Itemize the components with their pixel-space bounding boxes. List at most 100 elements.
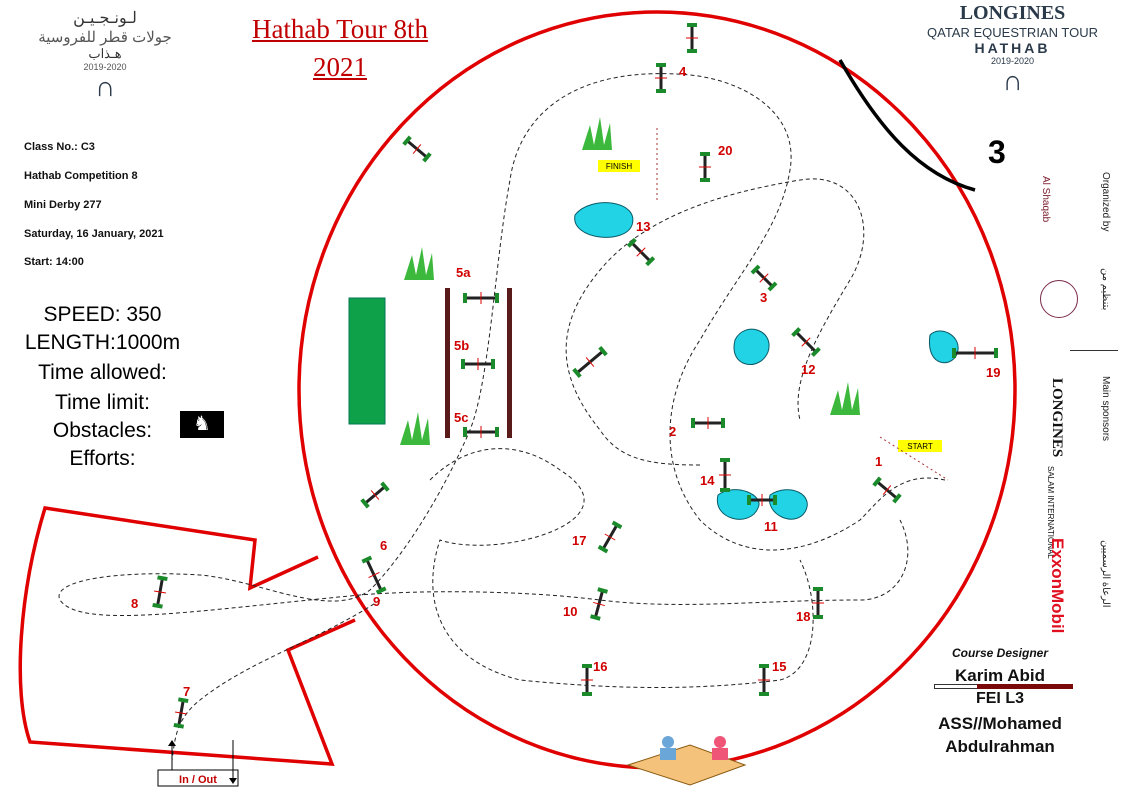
logo-arabic-3: هـذاب [88, 46, 122, 61]
obstacle-icon [686, 23, 698, 53]
main-sponsors-arabic: الرعاة الرسميين [1100, 540, 1111, 608]
assistant-line-2: Abdulrahman [945, 737, 1055, 756]
course-title: Hathab Tour 8th 2021 [205, 10, 475, 86]
logo-event: HATHAB [974, 40, 1051, 56]
obstacle-number: 18 [796, 609, 810, 624]
obstacle-number: 5b [454, 338, 469, 353]
obstacle-icon [581, 664, 593, 696]
designer-level: FEI L3 [975, 690, 1024, 707]
obstacle-icon [402, 135, 432, 163]
length: LENGTH:1000m [24, 331, 181, 354]
obstacle-icon [747, 494, 777, 506]
obstacle-icon [791, 327, 821, 357]
logo-right: LONGINES QATAR EQUESTRIAN TOUR HATHAB 20… [905, 2, 1120, 96]
obstacle-number: 16 [593, 659, 607, 674]
obstacle-icon [872, 476, 902, 504]
obstacle-number: 9 [373, 594, 380, 609]
in-out-label: In / Out [179, 774, 217, 786]
obstacle-number: 4 [679, 64, 687, 79]
obstacle-number: 5c [454, 410, 468, 425]
logo-years: 2019-2020 [990, 56, 1035, 66]
al-shaqab-logo: Al Shaqab [1040, 176, 1051, 223]
competition-name: Hathab Competition 8 [24, 170, 138, 182]
organized-by-arabic: بتنظيم من [1100, 268, 1111, 311]
obstacle-number: 12 [801, 362, 815, 377]
competition-date: Saturday, 16 January, 2021 [24, 228, 164, 240]
obstacle-icon [463, 292, 499, 304]
judges-box-icon [626, 736, 747, 786]
horseshoe-icon: ∩ [94, 71, 116, 102]
obstacle-number: 13 [636, 219, 650, 234]
class-name: Mini Derby 277 [24, 199, 102, 211]
grass-icon [400, 412, 430, 445]
course-route [58, 73, 946, 688]
efforts-count: Efforts: [69, 447, 136, 470]
obstacle-number: 8 [131, 596, 138, 611]
start-time: Start: 14:00 [24, 256, 84, 268]
grass-icon [582, 117, 612, 150]
salam-logo: SALAM INTERNATIONAL [1046, 466, 1055, 559]
obstacle-number: 11 [764, 519, 778, 534]
designer-label: Course Designer [951, 646, 1049, 660]
longines-logo: LONGINES [1049, 378, 1065, 458]
class-number: Class No.: C3 [24, 141, 95, 153]
obstacle-number: 1 [875, 454, 882, 469]
logo-years: 2019-2020 [83, 62, 127, 72]
title-line-2: 2021 [313, 52, 367, 82]
water-11a [716, 489, 760, 520]
federation-logo-icon [1040, 280, 1078, 318]
logo-left: لـونـجـيـن جولات قطر للفروسية هـذاب 2019… [20, 8, 190, 102]
logo-brand: LONGINES [959, 2, 1066, 24]
obstacle-icon [590, 587, 608, 621]
obstacle-number: 3 [760, 290, 767, 305]
arena-corner-arc [838, 59, 976, 192]
title-line-1: Hathab Tour 8th [251, 14, 429, 44]
obstacles [152, 23, 998, 729]
in-out-box [157, 769, 239, 787]
horse-rider-icon: ♞ [180, 411, 224, 438]
time-allowed: Time allowed: [38, 361, 167, 384]
assistant-line-1: ASS//Mohamed [938, 714, 1062, 733]
main-sponsors-label: Main sponsors [1100, 376, 1111, 442]
designer-bar-white [934, 684, 978, 689]
exxonmobil-logo: ExxonMobil [1048, 538, 1067, 634]
obstacle-icon [360, 481, 390, 509]
logo-arabic-2: جولات قطر للفروسية [38, 29, 172, 46]
obstacle-icon [461, 358, 495, 370]
water-19 [929, 330, 959, 364]
sponsor-divider [1070, 350, 1118, 351]
organized-by-label: Organized by [1100, 172, 1111, 232]
obstacle-icon [463, 426, 499, 438]
obstacle-number: 6 [380, 538, 387, 553]
logo-arabic-1: لـونـجـيـن [73, 10, 137, 27]
obstacle-number: 14 [700, 473, 715, 488]
obstacle-number: 2 [669, 424, 676, 439]
out-arrow-head-icon [229, 778, 237, 784]
start-marker-bg [898, 440, 942, 452]
obstacle-icon [952, 347, 998, 359]
obstacle-icon [152, 575, 168, 609]
obstacle-icon [173, 697, 189, 729]
obstacles-count: Obstacles: [52, 419, 153, 442]
obstacle-icon [626, 237, 656, 267]
time-limit: Time limit: [55, 391, 150, 414]
obstacle-icon [758, 664, 770, 696]
water-12 [733, 328, 770, 365]
obstacle-icon [812, 587, 824, 619]
obstacle-number: 17 [572, 533, 586, 548]
green-block [348, 297, 386, 425]
in-arrow-head-icon [168, 740, 176, 746]
obstacle-number: 15 [772, 659, 786, 674]
water-13 [574, 202, 634, 238]
obstacle-number: 5a [456, 265, 471, 280]
course-number: 3 [988, 134, 1006, 170]
obstacle-number: 10 [563, 604, 577, 619]
obstacle-icon [655, 63, 667, 93]
designer-bar-red [977, 684, 1073, 689]
obstacle-numbers: 4 20 13 3 12 19 2 14 11 1 17 10 18 16 15… [131, 64, 1000, 699]
grass-icon [830, 382, 860, 415]
obstacle-number: 19 [986, 365, 1000, 380]
finish-marker-bg [598, 160, 640, 172]
warmup-area-boundary [18, 506, 356, 766]
